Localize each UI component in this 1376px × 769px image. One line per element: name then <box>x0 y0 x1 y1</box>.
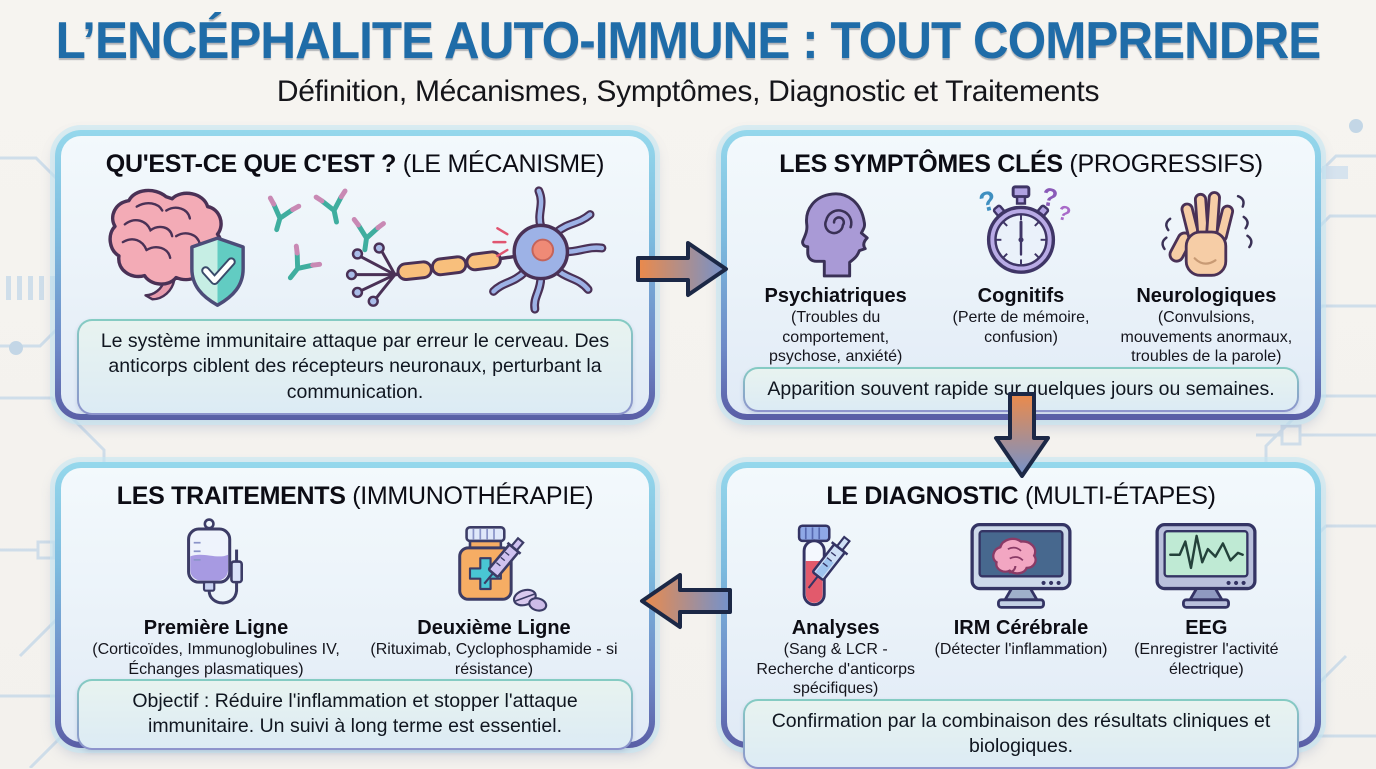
diagnosis-desc: (Sang & LCR - Recherche d'anticorps spéc… <box>756 641 916 698</box>
symptom-item-cognitive: ? ? ? <box>928 183 1113 347</box>
diagnosis-item-eeg: EEG (Enregistrer l'activité électrique) <box>1114 517 1299 679</box>
antibody-icon <box>267 188 386 281</box>
arrow-left-icon <box>640 573 732 629</box>
page-title: L’ENCÉPHALITE AUTO-IMMUNE : TOUT COMPREN… <box>55 12 1322 70</box>
panel-mechanism-title-bold: QU'EST-CE QUE C'EST ? <box>105 150 397 178</box>
diagnosis-items: Analyses (Sang & LCR - Recherche d'antic… <box>743 517 1299 699</box>
diagnosis-label: IRM Cérébrale <box>953 617 1089 639</box>
panel-symptoms: LES SYMPTÔMES CLÉS (PROGRESSIFS) Psychia… <box>721 130 1321 420</box>
eeg-monitor-icon <box>1155 522 1257 609</box>
panel-treatments: LES TRAITEMENTS (IMMUNOTHÉRAPIE) Pre <box>55 462 655 748</box>
panel-symptoms-title-paren: (PROGRESSIFS) <box>1069 150 1263 178</box>
treatment-desc: (Rituximab, Cyclophosphamide - si résist… <box>370 641 618 678</box>
medicine-bottle-syringe-icon <box>458 526 548 612</box>
header: L’ENCÉPHALITE AUTO-IMMUNE : TOUT COMPREN… <box>0 12 1376 109</box>
mechanism-callout: Le système immunitaire attaque par erreu… <box>77 319 633 415</box>
panel-treatments-title-bold: LES TRAITEMENTS <box>116 482 346 510</box>
panel-diagnosis-title: LE DIAGNOSTIC (MULTI-ÉTAPES) <box>826 482 1216 511</box>
circuit-pattern-left-icon <box>0 156 130 768</box>
trembling-hand-icon <box>1161 191 1253 277</box>
page-subtitle: Définition, Mécanismes, Symptômes, Diagn… <box>276 75 1100 109</box>
treatment-item-second-line: Deuxième Ligne (Rituximab, Cyclophospham… <box>355 517 633 679</box>
iv-bag-icon <box>187 518 243 605</box>
panel-treatments-title: LES TRAITEMENTS (IMMUNOTHÉRAPIE) <box>117 482 594 511</box>
mechanism-illustration <box>77 181 633 319</box>
head-spiral-icon <box>800 192 869 278</box>
panel-mechanism-title-paren: (LE MÉCANISME) <box>402 150 605 178</box>
treatment-label: Première Ligne <box>143 617 289 639</box>
shield-check-icon <box>189 236 245 307</box>
diagnosis-item-mri: IRM Cérébrale (Détecter l'inflammation) <box>928 517 1113 660</box>
neuron-icon <box>345 186 606 314</box>
treatment-label: Deuxième Ligne <box>417 617 571 639</box>
diagnosis-label: Analyses <box>791 617 880 639</box>
panel-diagnosis-title-paren: (MULTI-ÉTAPES) <box>1024 482 1216 510</box>
symptom-desc: (Perte de mémoire, confusion) <box>952 309 1090 346</box>
stopwatch-icon: ? ? ? <box>976 183 1071 274</box>
panel-symptoms-title-bold: LES SYMPTÔMES CLÉS <box>779 150 1063 178</box>
diagnosis-callout: Confirmation par la combinaison des résu… <box>743 699 1299 769</box>
symptom-label: Cognitifs <box>977 285 1065 307</box>
arrow-down-icon <box>994 392 1050 478</box>
treatment-item-first-line: Première Ligne (Corticoïdes, Immunoglobu… <box>77 517 355 679</box>
panel-treatments-title-paren: (IMMUNOTHÉRAPIE) <box>352 482 594 510</box>
symptom-desc: (Convulsions, mouvements anormaux, troub… <box>1120 309 1293 366</box>
diagnosis-desc: (Détecter l'inflammation) <box>934 641 1108 658</box>
diagnosis-label: EEG <box>1185 617 1228 639</box>
panel-diagnosis-title-bold: LE DIAGNOSTIC <box>826 482 1019 510</box>
panel-mechanism-title: QU'EST-CE QUE C'EST ? (LE MÉCANISME) <box>105 150 605 179</box>
symptom-desc: (Troubles du comportement, psychose, anx… <box>768 309 903 366</box>
treatment-desc: (Corticoïdes, Immunoglobulines IV, Échan… <box>92 641 340 678</box>
arrow-right-icon <box>636 241 728 297</box>
svg-text:?: ? <box>1055 201 1071 227</box>
blood-test-icon <box>797 524 851 607</box>
symptom-item-psychiatric: Psychiatriques (Troubles du comportement… <box>743 185 928 367</box>
panel-mechanism: QU'EST-CE QUE C'EST ? (LE MÉCANISME) <box>55 130 655 420</box>
treatments-callout: Objectif : Réduire l'inflammation et sto… <box>77 679 633 750</box>
treatments-items: Première Ligne (Corticoïdes, Immunoglobu… <box>77 517 633 679</box>
diagnosis-item-analyses: Analyses (Sang & LCR - Recherche d'antic… <box>743 517 928 699</box>
panel-symptoms-title: LES SYMPTÔMES CLÉS (PROGRESSIFS) <box>779 150 1263 179</box>
symptom-label: Neurologiques <box>1136 285 1277 307</box>
panel-diagnosis: LE DIAGNOSTIC (MULTI-ÉTAPES) <box>721 462 1321 760</box>
symptom-item-neurologic: Neurologiques (Convulsions, mouvements a… <box>1114 185 1299 367</box>
symptoms-items: Psychiatriques (Troubles du comportement… <box>743 183 1299 367</box>
symptom-label: Psychiatriques <box>764 285 907 307</box>
mri-monitor-icon <box>970 522 1072 609</box>
mechanism-illustration-icon <box>107 186 606 314</box>
diagnosis-desc: (Enregistrer l'activité électrique) <box>1134 641 1279 678</box>
